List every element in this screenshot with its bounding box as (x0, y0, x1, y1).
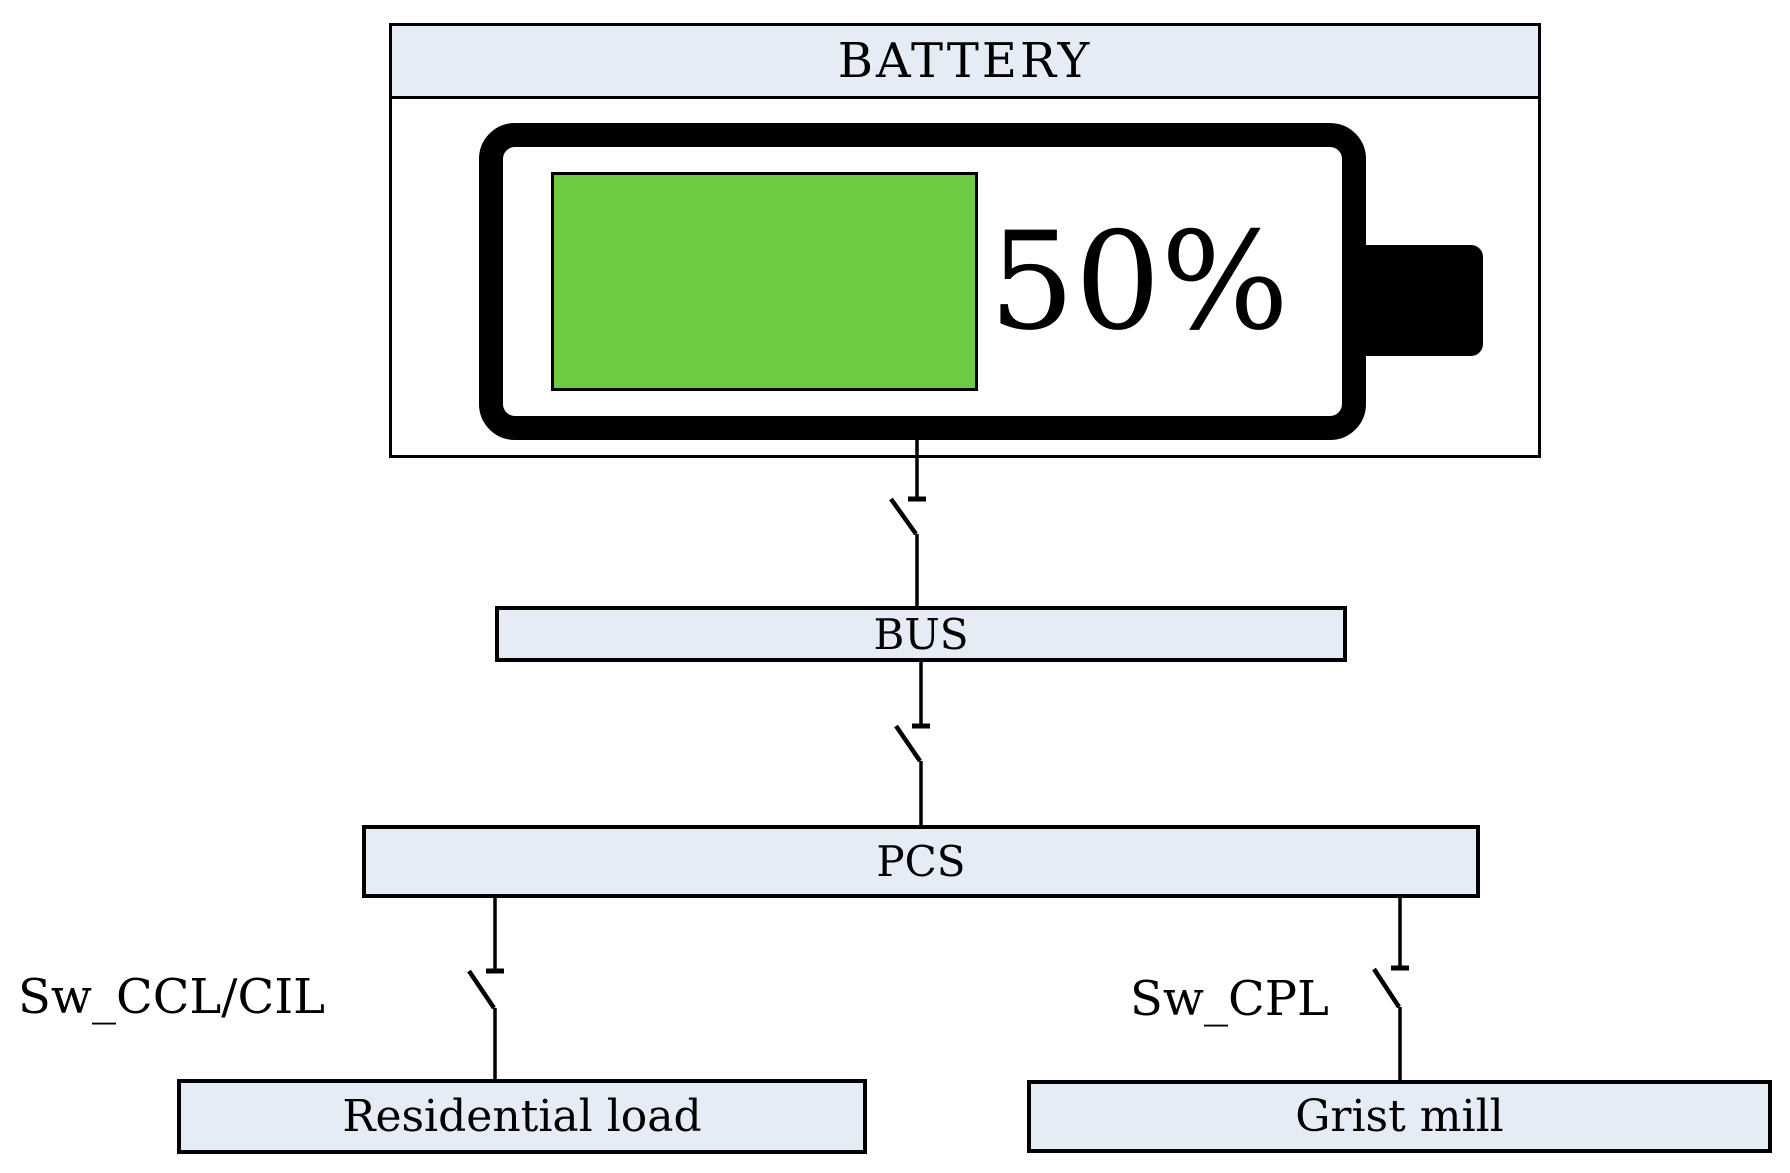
residential-load-label: Residential load (342, 1091, 702, 1142)
switch-pcs-to-residential-load (467, 897, 504, 1081)
battery-box: BATTERY 50% (389, 23, 1541, 458)
switch-blade (889, 497, 918, 536)
switch-blade (1372, 967, 1401, 1009)
switch-right-name-label: Sw_CPL (1130, 971, 1329, 1027)
switch-battery-to-bus (889, 437, 926, 608)
battery-title: BATTERY (837, 33, 1093, 89)
bus-label: BUS (873, 609, 969, 659)
battery-header: BATTERY (392, 26, 1538, 99)
battery-terminal-icon (1366, 245, 1483, 356)
pcs-label: PCS (876, 837, 966, 886)
switch-bus-to-pcs (894, 661, 930, 827)
bus-box: BUS (495, 606, 1347, 662)
pcs-box: PCS (362, 825, 1480, 898)
battery-charge-level-bar (551, 172, 978, 391)
residential-load-box: Residential load (177, 1079, 867, 1154)
grist-mill-box: Grist mill (1027, 1080, 1772, 1153)
switch-pcs-to-grist-mill (1372, 897, 1409, 1082)
switch-blade (894, 724, 922, 763)
switch-left-name-label: Sw_CCL/CIL (18, 969, 326, 1025)
grist-mill-label: Grist mill (1295, 1091, 1504, 1142)
switch-blade (467, 969, 496, 1010)
battery-charge-label: 50% (988, 203, 1290, 360)
